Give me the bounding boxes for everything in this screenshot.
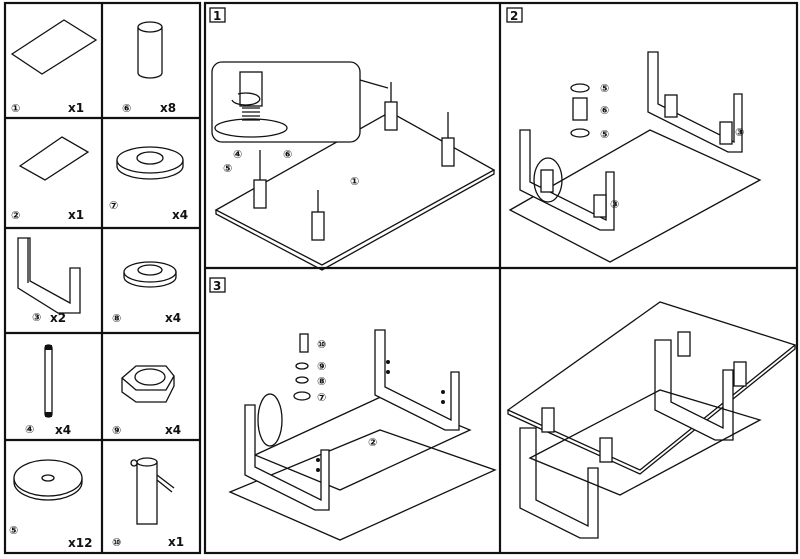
part-4-qty: x4 (55, 423, 71, 437)
part-5-qty: x12 (68, 536, 92, 550)
step-2-callout-5a: ⑤ (600, 82, 609, 95)
part-2-small-glass-icon (18, 136, 90, 181)
step-3-callout-2: ② (368, 436, 377, 449)
step-2-number: 2 (510, 9, 518, 23)
step-3-number: 3 (213, 279, 221, 293)
step-1-number: 1 (213, 9, 221, 23)
step-3-callout-7: ⑦ (317, 391, 326, 404)
part-10-hex-wrench-icon (130, 457, 175, 525)
step-1-leg-assemblies (253, 82, 455, 241)
step-1-callout-5: ⑤ (223, 162, 232, 175)
step-3-exploded-hardware (293, 333, 445, 472)
part-10-qty: x1 (168, 535, 184, 549)
part-7-qty: x4 (172, 208, 188, 222)
part-9-qty: x4 (165, 423, 181, 437)
part-1-label: ① (11, 102, 20, 115)
steps-frame (203, 1, 799, 555)
part-5-label: ⑤ (9, 524, 18, 537)
step-1-detail-callout (211, 61, 389, 143)
step-2-panel: 2 ⑤ ⑥ ⑤ ③ ③ (506, 7, 762, 263)
part-7-thick-washer-icon (116, 146, 184, 180)
step-2-callout-5b: ⑤ (600, 128, 609, 141)
part-4-threaded-rod-icon (44, 344, 53, 418)
part-10-label: ⑩ (112, 536, 121, 549)
part-2-qty: x1 (68, 208, 84, 222)
part-8-label: ⑧ (112, 312, 121, 325)
step-1-panel: 1 ④ ⑤ ⑥ ① (209, 7, 496, 271)
step-2-callout-6: ⑥ (600, 104, 609, 117)
step-2-callout-3b: ③ (610, 198, 619, 211)
step-1-callout-4: ④ (233, 148, 242, 161)
part-5-disc-washer-icon (13, 459, 83, 501)
step-3-callout-9: ⑨ (317, 360, 326, 373)
part-6-label: ⑥ (122, 102, 131, 115)
part-9-hex-nut-icon (121, 365, 175, 403)
part-1-qty: x1 (68, 101, 84, 115)
part-6-cylinder-icon (137, 21, 163, 79)
part-4-label: ④ (25, 423, 34, 436)
step-3-panel: 3 ⑩ ⑨ ⑧ ⑦ ② (209, 277, 497, 541)
part-2-label: ② (11, 209, 20, 222)
part-3-leg-frame-icon (17, 237, 81, 314)
part-3-label: ③ (32, 311, 41, 324)
step-3-callout-10: ⑩ (317, 338, 326, 351)
step-1-callout-6: ⑥ (283, 148, 292, 161)
parts-list: ① x1 ⑥ x8 ② x1 ⑦ x4 ③ x2 ⑧ x4 (3, 1, 202, 555)
part-3-qty: x2 (50, 311, 66, 325)
step-2-callout-3a: ③ (735, 126, 744, 139)
part-9-label: ⑨ (112, 424, 121, 437)
step-3-callout-8: ⑧ (317, 375, 326, 388)
step-1-callout-1: ① (350, 175, 359, 188)
part-6-qty: x8 (160, 101, 176, 115)
part-1-large-glass-icon (10, 19, 98, 75)
part-8-ring-washer-icon (123, 261, 177, 288)
step-2-exploded-parts (533, 83, 733, 218)
final-assembly-panel (506, 301, 797, 539)
part-7-label: ⑦ (109, 199, 118, 212)
part-8-qty: x4 (165, 311, 181, 325)
